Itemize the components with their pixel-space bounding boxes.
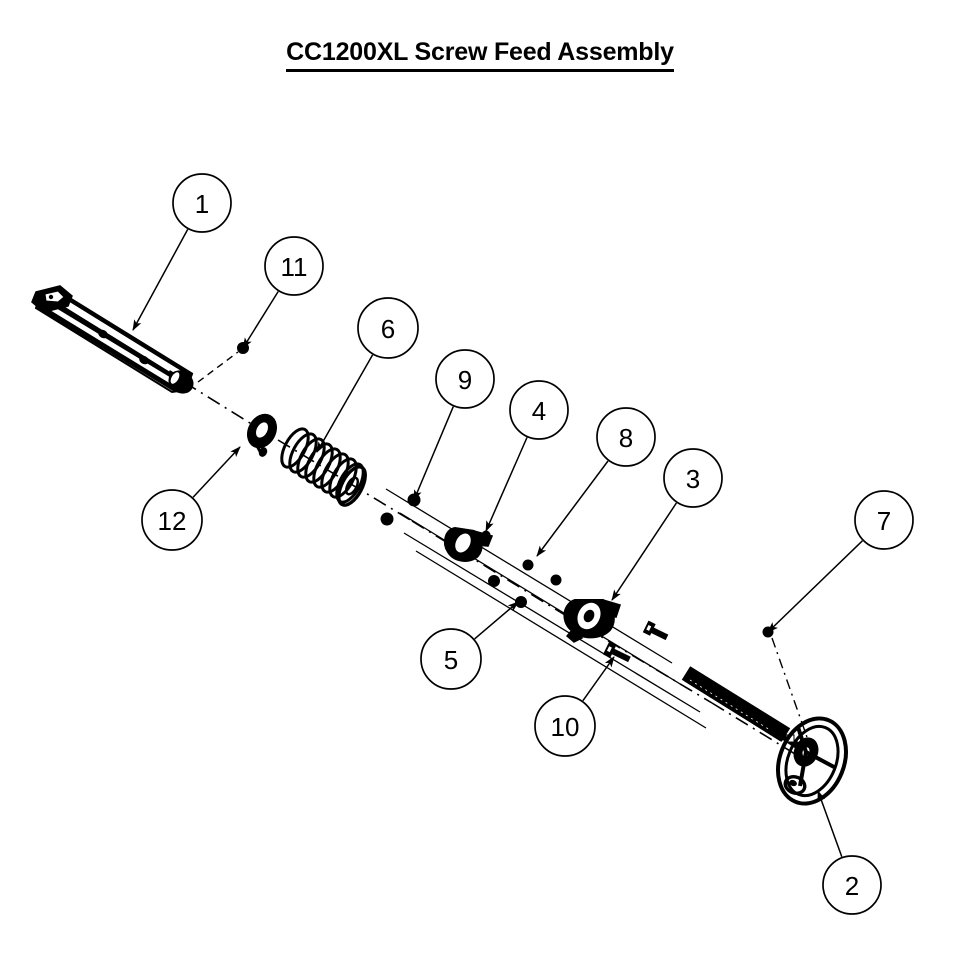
leader-lines-layer — [132, 229, 863, 858]
callout-circle-2[interactable] — [822, 855, 882, 915]
part-feed-screw-rod — [681, 666, 800, 749]
construction-lines — [385, 488, 707, 729]
part-bearing-bracket-right — [563, 598, 622, 643]
callout-leader-7 — [767, 540, 863, 633]
callout-leader-3 — [611, 502, 678, 601]
callout-circle-4[interactable] — [509, 380, 569, 440]
callout-circle-9[interactable] — [435, 349, 495, 409]
part-spacer-ball — [488, 559, 562, 587]
callout-circle-7[interactable] — [854, 490, 914, 550]
callout-leader-10 — [582, 656, 615, 702]
callout-balloon-6[interactable]: 6 — [357, 297, 419, 359]
callout-leader-1 — [132, 229, 189, 331]
part-set-screw — [602, 620, 669, 663]
part-compression-spring — [280, 427, 367, 507]
callout-leader-8 — [536, 460, 609, 557]
callout-balloon-8[interactable]: 8 — [596, 407, 656, 467]
part-washer-left — [247, 413, 277, 457]
callout-leader-5 — [474, 601, 519, 640]
callout-balloon-12[interactable]: 12 — [141, 489, 203, 551]
callout-leader-4 — [485, 437, 528, 532]
callout-circle-11[interactable] — [264, 236, 324, 296]
callout-leader-9 — [413, 406, 454, 501]
callout-balloon-11[interactable]: 11 — [264, 236, 324, 296]
callout-balloon-4[interactable]: 4 — [509, 380, 569, 440]
callout-leader-2 — [817, 790, 843, 858]
callout-leader-6 — [316, 354, 374, 453]
callout-circle-3[interactable] — [663, 448, 723, 508]
callout-circle-8[interactable] — [596, 407, 656, 467]
part-handwheel — [776, 716, 848, 806]
callout-balloon-5[interactable]: 5 — [420, 628, 482, 690]
callout-balloon-1[interactable]: 1 — [172, 173, 232, 233]
callout-balloon-9[interactable]: 9 — [435, 349, 495, 409]
callout-circle-1[interactable] — [172, 173, 232, 233]
callout-circle-10[interactable] — [534, 695, 596, 757]
callout-circle-6[interactable] — [357, 297, 419, 359]
part-retaining-pin — [197, 342, 249, 383]
callout-leader-12 — [192, 446, 241, 498]
callout-balloon-7[interactable]: 7 — [854, 490, 914, 550]
callout-circle-5[interactable] — [420, 628, 482, 690]
callout-balloon-3[interactable]: 3 — [663, 448, 723, 508]
callout-circle-12[interactable] — [141, 489, 203, 551]
callout-leader-11 — [242, 291, 279, 349]
callout-balloon-2[interactable]: 2 — [822, 855, 882, 915]
part-detent-ball — [515, 596, 527, 608]
part-bearing-bracket-left — [443, 526, 494, 562]
callout-balloon-10[interactable]: 10 — [534, 695, 596, 757]
part-feed-tube-shaft — [31, 285, 194, 394]
